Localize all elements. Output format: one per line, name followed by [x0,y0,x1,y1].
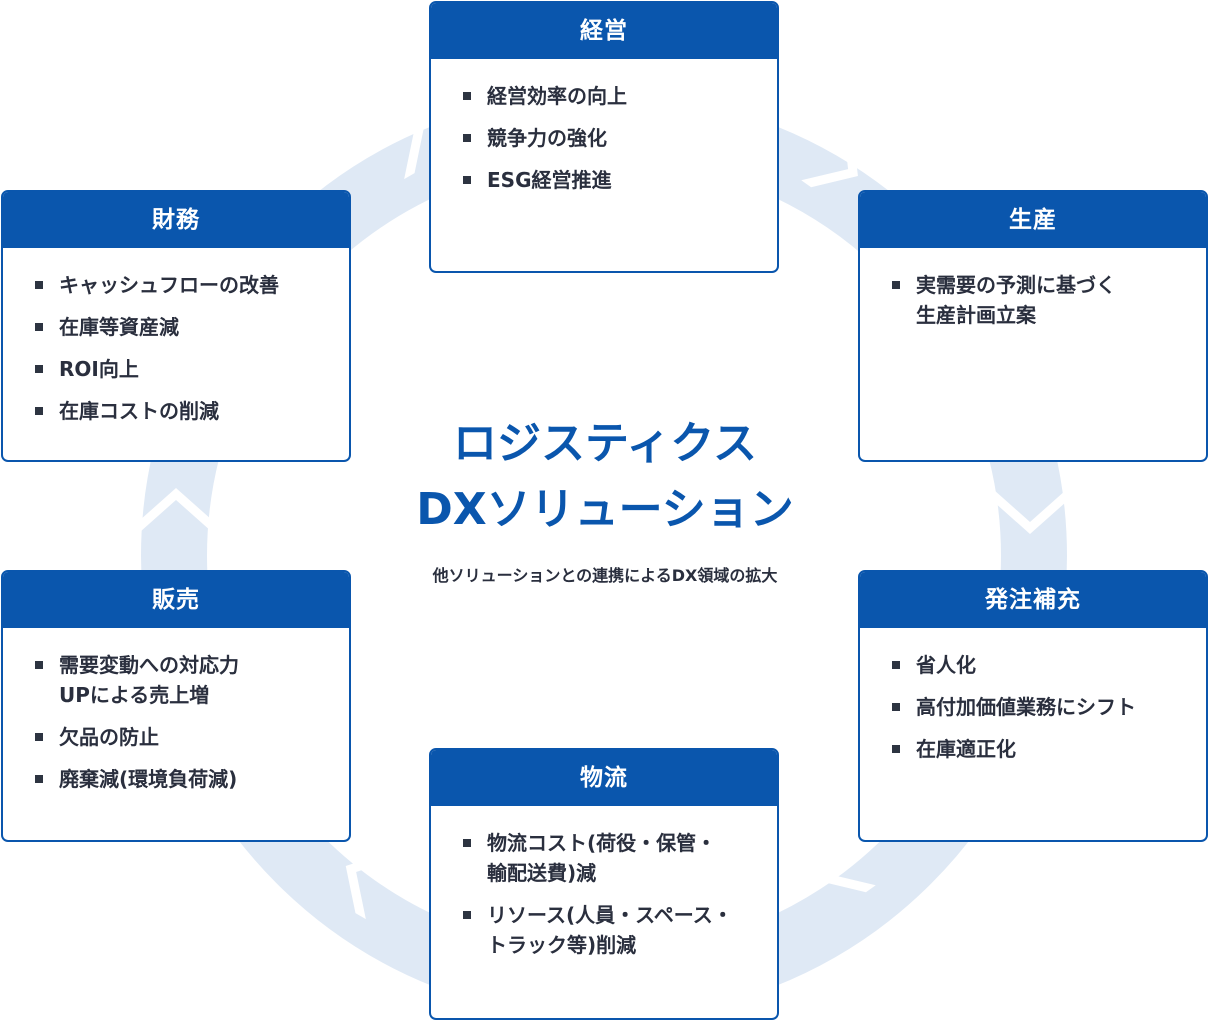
list-item: ROI向上 [31,354,333,384]
square-bullet-icon [892,281,900,289]
list-item: 物流コスト(荷役・保管・ 輸配送費)減 [459,828,761,888]
card-title: 物流 [431,750,777,806]
chevron-arrow-icon [819,826,876,893]
square-bullet-icon [892,745,900,753]
list-item-text: 廃棄減(環境負荷減) [59,767,238,791]
list-item: 在庫コストの削減 [31,396,333,426]
list-item-text: 競争力の強化 [487,126,607,150]
card-item-list: 物流コスト(荷役・保管・ 輸配送費)減 リソース(人員・スペース・ トラック等)… [431,806,777,960]
list-item: 実需要の予測に基づく 生産計画立案 [888,270,1190,330]
square-bullet-icon [35,775,43,783]
list-item: 需要変動への対応力 UPによる売上増 [31,650,333,710]
card-title: 生産 [860,192,1206,248]
square-bullet-icon [35,281,43,289]
chevron-arrow-icon [801,121,858,188]
card-item-list: 省人化 高付加価値業務にシフト 在庫適正化 [860,628,1206,764]
list-item: 経営効率の向上 [459,81,761,111]
square-bullet-icon [463,839,471,847]
center-subtitle: 他ソリューションとの連携によるDX領域の拡大 [432,566,778,585]
list-item: 競争力の強化 [459,123,761,153]
list-item: 在庫等資産減 [31,312,333,342]
list-item-text: 需要変動への対応力 UPによる売上増 [59,653,239,707]
card-item-list: 需要変動への対応力 UPによる売上増 欠品の防止 廃棄減(環境負荷減) [3,628,349,794]
list-item-text: 省人化 [916,653,976,677]
list-item: ESG経営推進 [459,165,761,195]
card-item-list: キャッシュフローの改善 在庫等資産減 ROI向上 在庫コストの削減 [3,248,349,426]
square-bullet-icon [35,407,43,415]
square-bullet-icon [892,661,900,669]
square-bullet-icon [35,661,43,669]
list-item: 欠品の防止 [31,722,333,752]
card-hacchu: 発注補充 省人化 高付加価値業務にシフト 在庫適正化 [858,570,1208,842]
chevron-arrow-icon [368,110,425,180]
list-item: キャッシュフローの改善 [31,270,333,300]
card-zaimu: 財務 キャッシュフローの改善 在庫等資産減 ROI向上 在庫コストの削減 [1,190,351,462]
list-item: 省人化 [888,650,1190,680]
card-seisan: 生産 実需要の予測に基づく 生産計画立案 [858,190,1208,462]
card-keiei: 経営 経営効率の向上 競争力の強化 ESG経営推進 [429,1,779,273]
chevron-arrow-icon [140,488,212,532]
list-item: 在庫適正化 [888,734,1190,764]
center-title-line2: DXソリューション [416,484,794,535]
list-item-text: リソース(人員・スペース・ トラック等)削減 [487,903,733,957]
list-item-text: ROI向上 [59,357,139,381]
list-item: 高付加価値業務にシフト [888,692,1190,722]
chevron-arrow-icon [994,490,1066,534]
list-item-text: 経営効率の向上 [487,84,627,108]
ring-chevrons [140,110,1066,920]
square-bullet-icon [892,703,900,711]
list-item-text: 在庫等資産減 [59,315,179,339]
center-title-line1: ロジスティクス [452,418,758,469]
list-item-text: キャッシュフローの改善 [59,273,279,297]
list-item: 廃棄減(環境負荷減) [31,764,333,794]
square-bullet-icon [35,365,43,373]
card-title: 財務 [3,192,349,248]
card-title: 発注補充 [860,572,1206,628]
list-item-text: 実需要の予測に基づく 生産計画立案 [916,273,1116,327]
square-bullet-icon [35,733,43,741]
card-title: 販売 [3,572,349,628]
card-item-list: 経営効率の向上 競争力の強化 ESG経営推進 [431,59,777,195]
list-item-text: 物流コスト(荷役・保管・ 輸配送費)減 [487,831,717,885]
list-item-text: 欠品の防止 [59,725,159,749]
list-item: リソース(人員・スペース・ トラック等)削減 [459,900,761,960]
list-item-text: ESG経営推進 [487,168,612,192]
card-butsuryu: 物流 物流コスト(荷役・保管・ 輸配送費)減 リソース(人員・スペース・ トラッ… [429,748,779,1020]
square-bullet-icon [463,911,471,919]
square-bullet-icon [463,92,471,100]
square-bullet-icon [463,134,471,142]
card-hanbai: 販売 需要変動への対応力 UPによる売上増 欠品の防止 廃棄減(環境負荷減) [1,570,351,842]
list-item-text: 高付加価値業務にシフト [916,695,1136,719]
square-bullet-icon [35,323,43,331]
card-item-list: 実需要の予測に基づく 生産計画立案 [860,248,1206,330]
card-title: 経営 [431,3,777,59]
chevron-arrow-icon [345,850,402,920]
list-item-text: 在庫コストの削減 [59,399,219,423]
square-bullet-icon [463,176,471,184]
list-item-text: 在庫適正化 [916,737,1016,761]
